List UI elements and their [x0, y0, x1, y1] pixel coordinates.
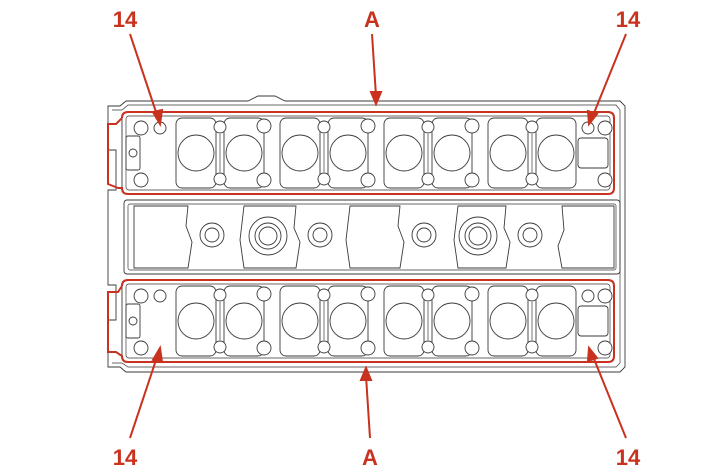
valve-bore-right-4	[537, 302, 575, 340]
cam-bay-right-2	[327, 285, 369, 357]
valve-bore-left-4	[489, 134, 527, 172]
bearing-bolt-lower-4	[525, 340, 539, 354]
callout-top-right: 14	[616, 7, 641, 32]
callout-leaders	[129, 33, 627, 439]
cam-bay-right-4	[535, 117, 577, 189]
cam-bay-right-1	[223, 285, 265, 357]
cam-bay-left-2	[279, 285, 321, 357]
journal-hole-upper-3	[464, 118, 480, 134]
bearing-bolt-upper-2	[317, 288, 331, 302]
bearing-bolt-lower-2	[317, 340, 331, 354]
cam-bay-left-4	[487, 285, 529, 357]
spark-plug-boss-1	[199, 222, 225, 248]
journal-hole-upper-1	[256, 286, 272, 302]
journal-hole-lower-3	[464, 340, 480, 356]
valve-bore-right-1	[225, 134, 263, 172]
valve-bore-left-4	[489, 302, 527, 340]
bearing-bolt-upper-3	[421, 120, 435, 134]
end-bay-right	[577, 305, 609, 337]
cam-bay-right-4	[535, 285, 577, 357]
journal-hole-lower-2	[360, 172, 376, 188]
upper-camshaft-carrier	[121, 111, 615, 195]
sealant-path-upper	[107, 111, 615, 195]
journal-hole-upper-1	[256, 118, 272, 134]
cam-bay-left-3	[383, 117, 425, 189]
journal-hole-lower-2	[360, 340, 376, 356]
cam-bay-right-2	[327, 117, 369, 189]
valve-bore-left-1	[177, 134, 215, 172]
valve-bore-left-2	[281, 134, 319, 172]
bearing-bolt-lower-4	[525, 172, 539, 186]
end-cap-hole	[128, 316, 138, 326]
bearing-bolt-upper-1	[213, 288, 227, 302]
valve-bore-right-3	[433, 134, 471, 172]
valve-bore-right-1	[225, 302, 263, 340]
bearing-bolt-lower-1	[213, 340, 227, 354]
bearing-bolt-upper-3	[421, 288, 435, 302]
end-cap-boss	[125, 135, 141, 171]
corner-bolt-hole-3	[597, 120, 613, 136]
callout-top-left: 14	[113, 7, 138, 32]
spark-plug-boss-5	[458, 216, 498, 256]
valve-bore-right-4	[537, 134, 575, 172]
bearing-bolt-lower-3	[421, 172, 435, 186]
spark-plug-boss-6	[517, 222, 543, 248]
valve-bore-right-3	[433, 302, 471, 340]
spark-plug-boss-3	[307, 222, 333, 248]
cam-bay-right-3	[431, 285, 473, 357]
corner-bolt-hole-2	[133, 172, 149, 188]
cam-bay-right-3	[431, 117, 473, 189]
bearing-bolt-lower-3	[421, 340, 435, 354]
callout-bottom-center: A	[362, 445, 378, 470]
corner-bolt-hole-3	[597, 288, 613, 304]
bearing-bolt-upper-4	[525, 288, 539, 302]
end-cap-hole	[128, 148, 138, 158]
sealant-path-lower	[107, 279, 615, 363]
cam-bay-left-1	[175, 285, 217, 357]
valve-bore-left-3	[385, 302, 423, 340]
journal-hole-lower-1	[256, 172, 272, 188]
corner-bolt-hole-4	[597, 172, 613, 188]
cam-bay-left-1	[175, 117, 217, 189]
callout-top-center: A	[364, 7, 380, 32]
journal-hole-lower-3	[464, 172, 480, 188]
corner-bolt-hole-1	[133, 288, 149, 304]
spark-plug-boss-2	[248, 216, 288, 256]
callout-bottom-right: 14	[616, 445, 641, 470]
bearing-bolt-upper-1	[213, 120, 227, 134]
dowel-hole-left	[153, 289, 167, 303]
cam-bay-left-2	[279, 117, 321, 189]
valve-bore-right-2	[329, 302, 367, 340]
callout-bottom-left: 14	[113, 445, 138, 470]
end-bay-right	[577, 137, 609, 169]
valve-bore-left-1	[177, 302, 215, 340]
valve-bore-right-2	[329, 134, 367, 172]
journal-hole-lower-1	[256, 340, 272, 356]
corner-bolt-hole-2	[133, 340, 149, 356]
corner-bolt-hole-4	[597, 340, 613, 356]
corner-bolt-hole-1	[133, 120, 149, 136]
bearing-bolt-lower-1	[213, 172, 227, 186]
spark-plug-section	[123, 199, 621, 275]
valve-bore-left-2	[281, 302, 319, 340]
end-cap-boss	[125, 303, 141, 339]
cam-bay-right-1	[223, 117, 265, 189]
valve-bore-left-3	[385, 134, 423, 172]
bearing-bolt-upper-4	[525, 120, 539, 134]
cam-bay-left-3	[383, 285, 425, 357]
bearing-bolt-upper-2	[317, 120, 331, 134]
sealant-paths	[107, 111, 615, 363]
lower-camshaft-carrier	[121, 279, 615, 363]
cam-bay-left-4	[487, 117, 529, 189]
spark-plug-boss-4	[411, 222, 437, 248]
journal-hole-upper-2	[360, 286, 376, 302]
journal-hole-upper-3	[464, 286, 480, 302]
dowel-hole-right	[581, 289, 595, 303]
journal-hole-upper-2	[360, 118, 376, 134]
bearing-bolt-lower-2	[317, 172, 331, 186]
